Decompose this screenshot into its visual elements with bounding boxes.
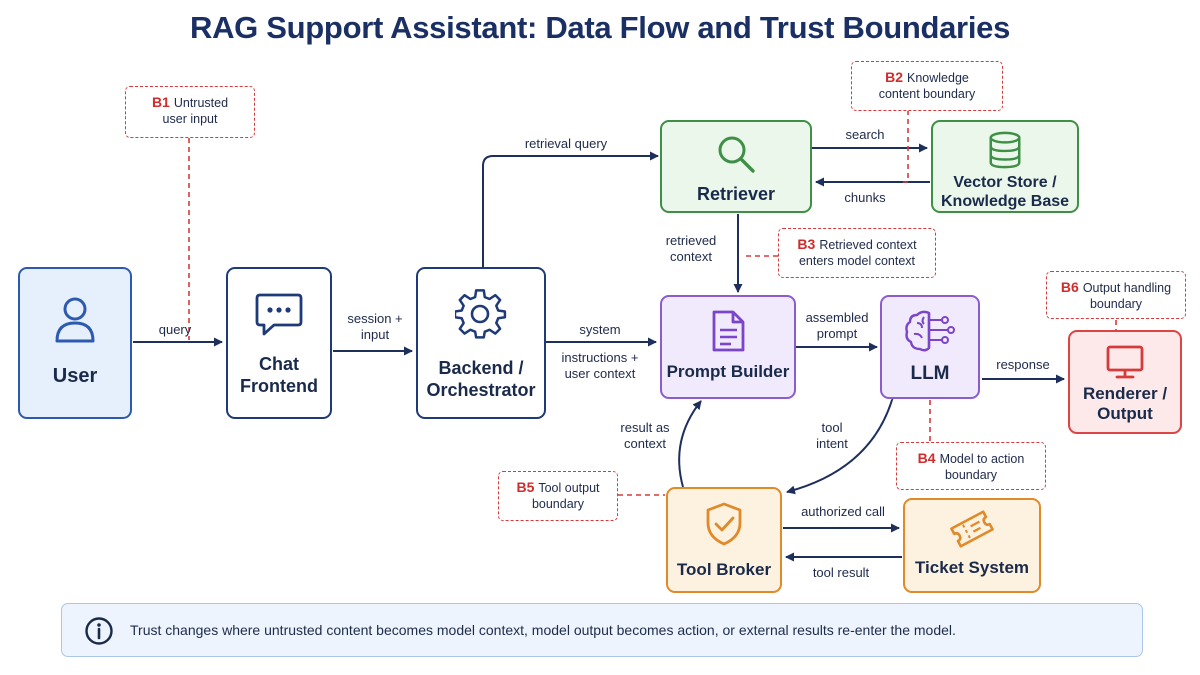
search-icon <box>718 136 755 173</box>
b2-leader <box>900 110 909 183</box>
gear-icon <box>455 289 507 339</box>
prompt-builder-node[interactable]: Prompt Builder <box>660 295 796 399</box>
database-icon <box>989 131 1021 169</box>
renderer-label: Renderer / Output <box>1082 384 1168 423</box>
tool-broker-node[interactable]: Tool Broker <box>666 487 782 593</box>
boundary-b3-code: B3 <box>797 236 816 252</box>
person-icon <box>55 297 95 343</box>
edge-label-session-input: session + input <box>347 311 403 342</box>
boundary-b1-line1: Untrusted <box>173 96 229 110</box>
boundary-b3-line2: enters model context <box>798 254 916 268</box>
boundary-b4-code: B4 <box>917 450 936 466</box>
boundary-b6-line2: boundary <box>1089 297 1143 311</box>
edge-label-response: response <box>996 357 1050 372</box>
edge-label-retrieval-query: retrieval query <box>524 136 608 151</box>
user-label: User <box>52 365 98 387</box>
renderer-node[interactable]: Renderer / Output <box>1068 330 1182 434</box>
backend-node[interactable]: Backend / Orchestrator <box>416 267 546 419</box>
edge-label-instructions: instructions + user context <box>561 350 639 381</box>
info-icon <box>85 617 113 645</box>
boundary-b2-line1: Knowledge <box>907 71 969 85</box>
boundary-b1-line2: user input <box>162 112 218 126</box>
boundary-b2-code: B2 <box>885 69 904 85</box>
retriever-label: Retriever <box>696 184 776 204</box>
diagram-title: RAG Support Assistant: Data Flow and Tru… <box>189 10 1011 45</box>
ticket-icon <box>950 510 994 548</box>
vector-store-label: Vector Store / Knowledge Base <box>940 174 1070 210</box>
edge-label-authorized-call: authorized call <box>801 504 885 519</box>
chat-frontend-label: Chat Frontend <box>240 354 318 396</box>
document-icon <box>712 310 745 352</box>
tool-broker-label: Tool Broker <box>676 560 772 579</box>
llm-label: LLM <box>910 363 950 384</box>
trust-note-text: Trust changes where untrusted content be… <box>130 622 956 638</box>
boundary-b4-line2: boundary <box>944 468 998 482</box>
backend-label: Backend / Orchestrator <box>426 358 536 400</box>
boundary-b6-line1: Output handling <box>1082 281 1172 295</box>
user-node[interactable]: User <box>18 267 132 419</box>
edge-label-assembled-prompt: assembled prompt <box>805 310 869 341</box>
prompt-builder-label: Prompt Builder <box>666 362 790 381</box>
boundary-b5-line1: Tool output <box>538 481 600 495</box>
arrow-tool-intent <box>786 391 899 495</box>
boundary-b5-line2: boundary <box>531 497 585 511</box>
boundary-b5-code: B5 <box>516 479 535 495</box>
edge-label-tool-intent: tool intent <box>816 420 848 451</box>
monitor-icon <box>1106 345 1144 379</box>
edge-label-retrieved-context: retrieved context <box>665 233 717 264</box>
arrow-retrieval-query <box>482 151 659 267</box>
edge-label-tool-result: tool result <box>812 565 870 580</box>
edge-label-system: system <box>579 322 621 337</box>
edge-label-search: search <box>845 127 885 142</box>
ticket-system-node[interactable]: Ticket System <box>903 498 1041 593</box>
edge-label-chunks: chunks <box>844 190 886 205</box>
boundary-b3-line1: Retrieved context <box>819 238 917 252</box>
edge-label-result-as-context: result as context <box>620 420 670 451</box>
trust-note-banner: Trust changes where untrusted content be… <box>61 603 1143 657</box>
boundary-b2-line2: content boundary <box>878 87 976 101</box>
chat-frontend-node[interactable]: Chat Frontend <box>226 267 332 419</box>
arrow-result-as-context <box>678 400 702 488</box>
retriever-node[interactable]: Retriever <box>660 120 812 213</box>
vector-store-node[interactable]: Vector Store / Knowledge Base <box>931 120 1079 213</box>
brain-circuit-icon <box>905 310 955 352</box>
boundary-b6-code: B6 <box>1060 279 1079 295</box>
chat-bubble-icon <box>255 293 303 336</box>
boundary-b1-code: B1 <box>151 94 170 110</box>
edge-label-query: query <box>158 322 192 337</box>
ticket-system-label: Ticket System <box>914 558 1030 577</box>
boundary-b4-line1: Model to action <box>939 452 1025 466</box>
shield-check-icon <box>706 502 742 546</box>
llm-node[interactable]: LLM <box>880 295 980 399</box>
